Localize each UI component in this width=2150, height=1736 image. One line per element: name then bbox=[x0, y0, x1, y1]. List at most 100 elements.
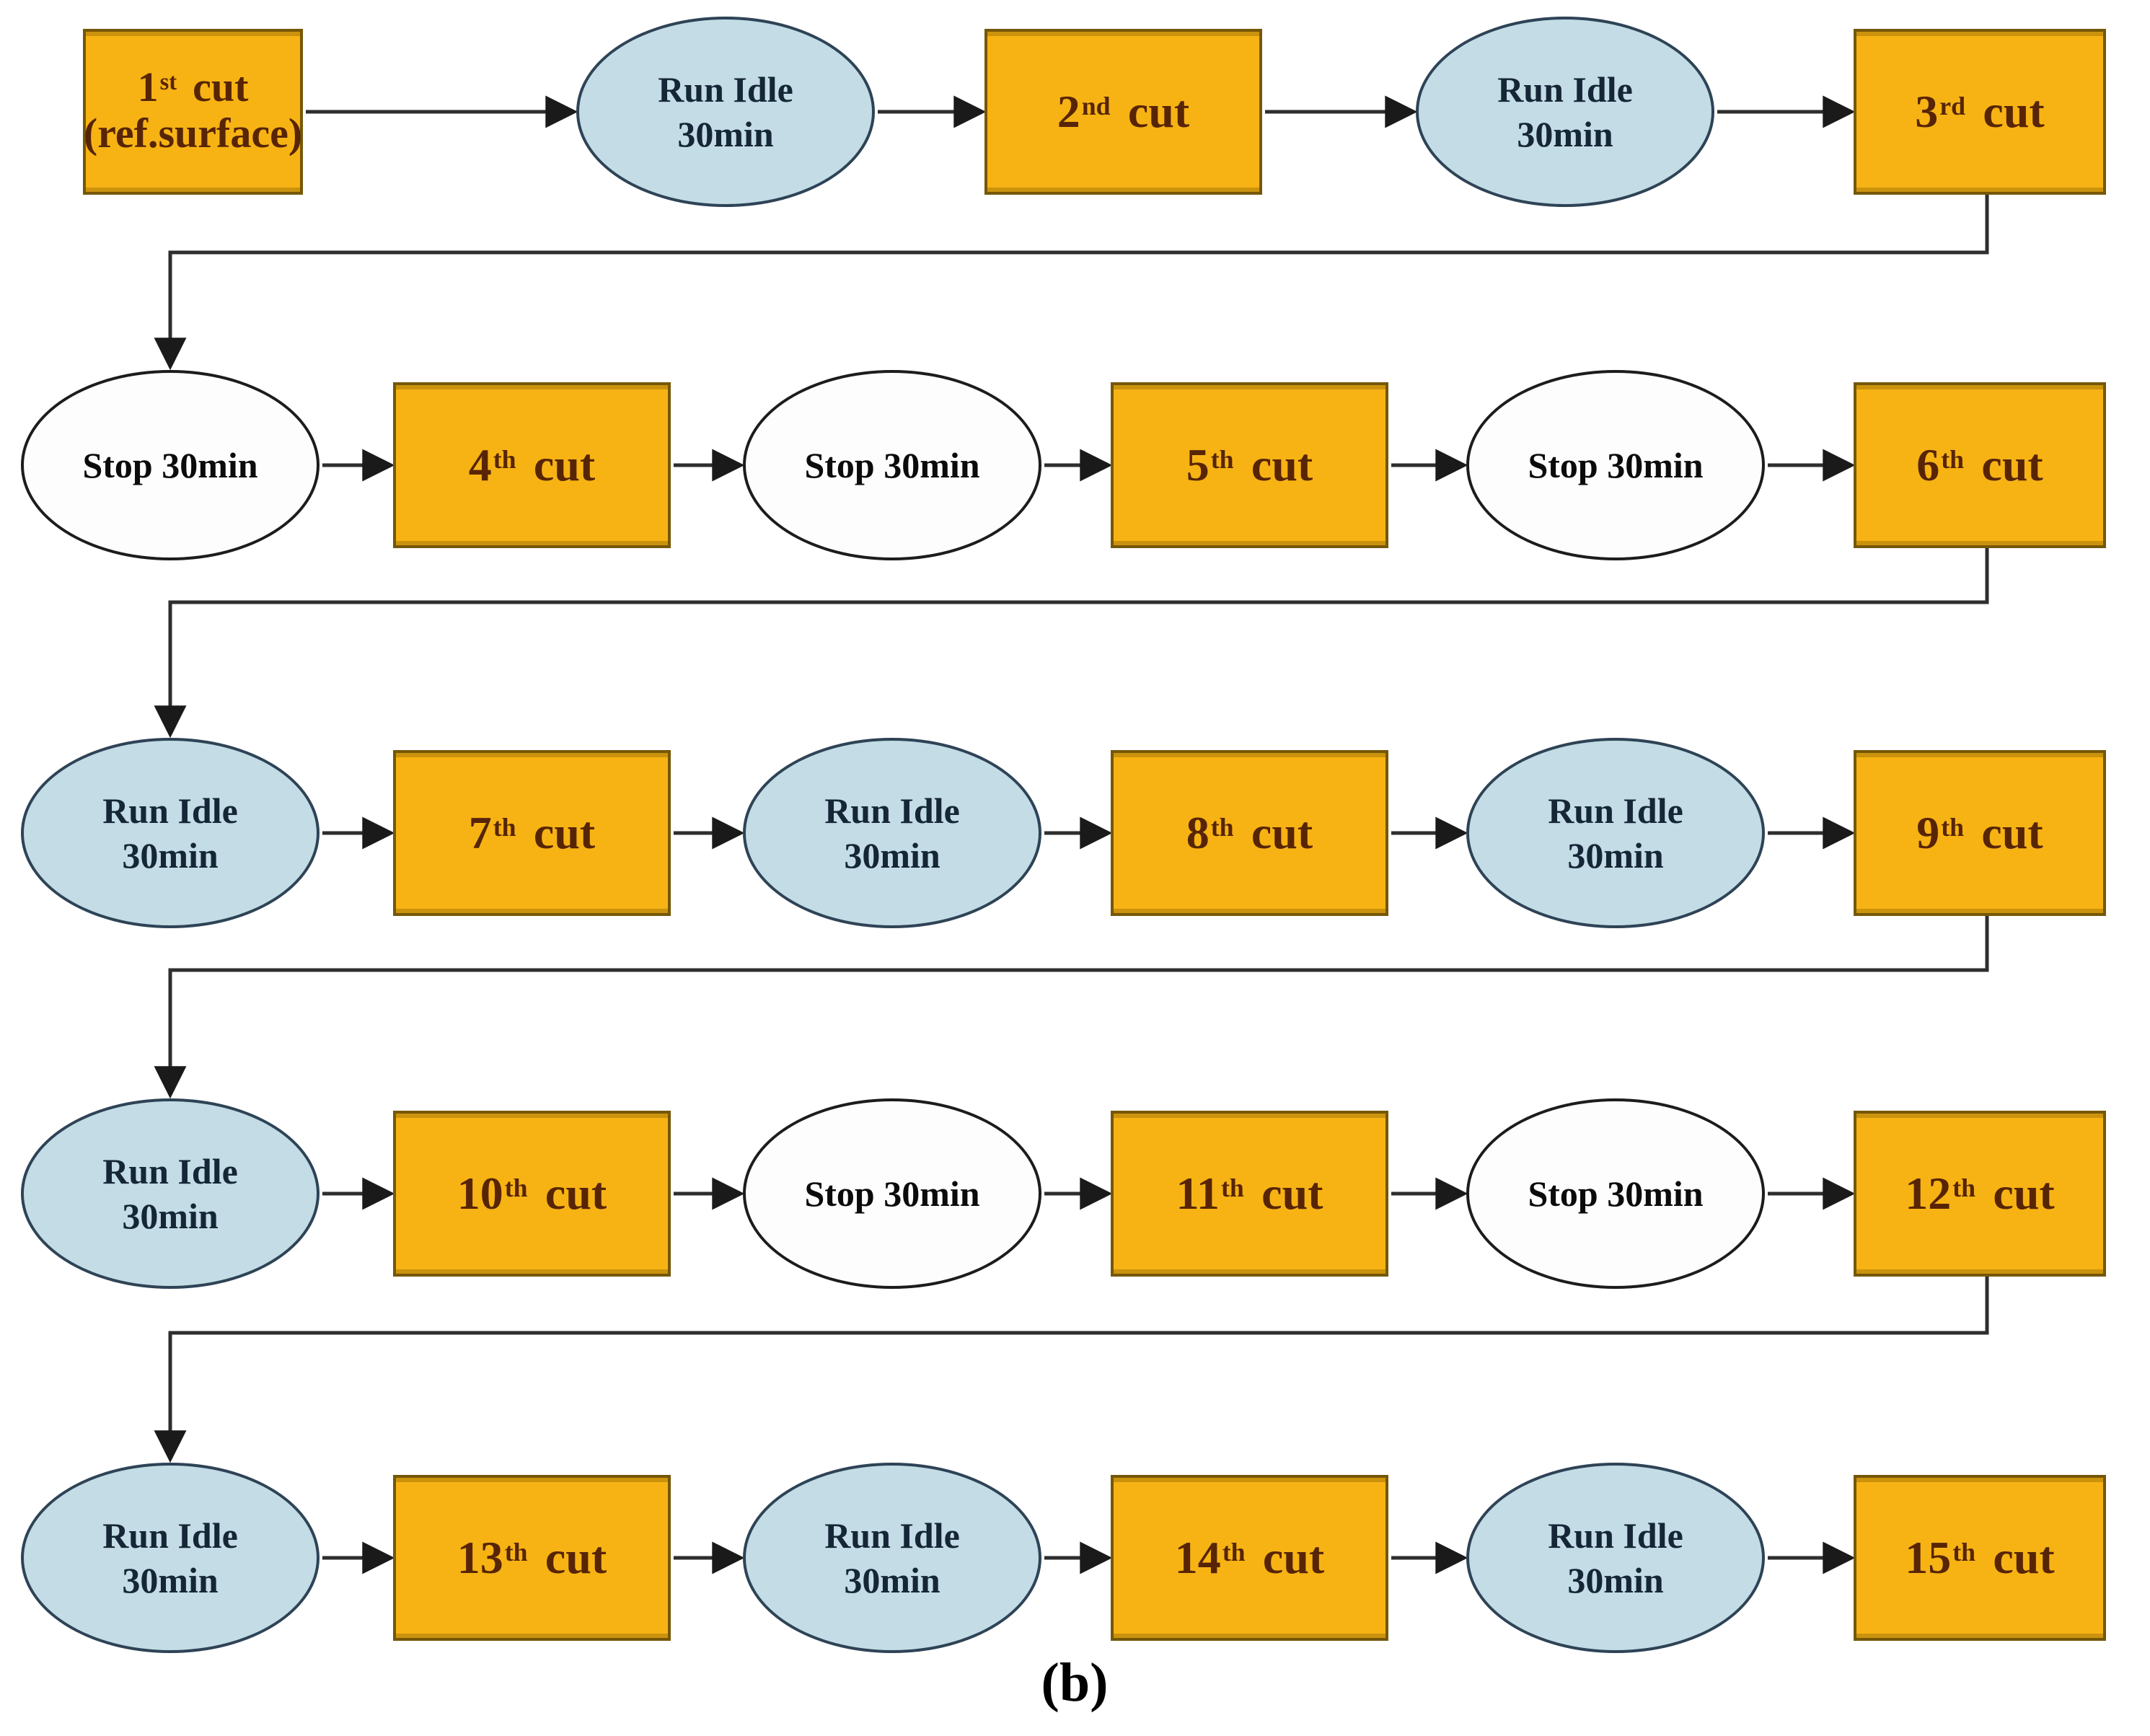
cut-word: cut bbox=[193, 63, 249, 111]
ellipse-label: Run Idle bbox=[1497, 69, 1633, 110]
cut-word: cut bbox=[1262, 1532, 1325, 1584]
cut-number: 3 bbox=[1915, 86, 1939, 138]
ordinal-suffix: th bbox=[1210, 444, 1234, 474]
cut-number: 15 bbox=[1905, 1532, 1952, 1584]
cut-subtitle: (ref.surface) bbox=[83, 110, 303, 157]
ellipse-label: 30min bbox=[122, 1560, 219, 1600]
cut-word: cut bbox=[1981, 807, 2043, 859]
figure-caption: (b) bbox=[1041, 1652, 1109, 1713]
cut-word: cut bbox=[1983, 86, 2045, 138]
cut-word: cut bbox=[1251, 807, 1313, 859]
cut-number: 7 bbox=[468, 807, 492, 859]
stop-30min-ellipse: Stop 30min bbox=[21, 370, 320, 560]
ellipse-label: Stop 30min bbox=[1528, 444, 1704, 485]
cut-word: cut bbox=[1261, 1168, 1323, 1220]
cut-number: 1 bbox=[137, 63, 159, 111]
ellipse-label: 30min bbox=[844, 835, 940, 876]
ordinal-suffix: th bbox=[1222, 1537, 1246, 1567]
cut-number: 2 bbox=[1057, 86, 1080, 138]
stop-30min-ellipse: Stop 30min bbox=[1466, 1098, 1765, 1289]
row-wrap-connector bbox=[154, 1277, 1989, 1463]
ordinal-suffix: th bbox=[504, 1173, 528, 1202]
cut-word: cut bbox=[1993, 1532, 2055, 1584]
ordinal-suffix: st bbox=[159, 69, 177, 95]
cut-number: 13 bbox=[457, 1532, 503, 1584]
stop-30min-ellipse: Stop 30min bbox=[743, 1098, 1041, 1289]
ordinal-suffix: th bbox=[1941, 812, 1965, 842]
stop-30min-ellipse: Stop 30min bbox=[743, 370, 1041, 560]
run-idle-ellipse: Run Idle 30min bbox=[21, 1098, 320, 1289]
cut-word: cut bbox=[1251, 439, 1313, 491]
ellipse-label: Run Idle bbox=[658, 69, 793, 110]
ellipse-label: Run Idle bbox=[102, 790, 238, 831]
ordinal-suffix: th bbox=[493, 812, 516, 842]
ellipse-label: Run Idle bbox=[1548, 1515, 1683, 1556]
ordinal-suffix: th bbox=[1952, 1173, 1976, 1202]
cut-number: 4 bbox=[468, 439, 492, 491]
ellipse-label: 30min bbox=[122, 835, 219, 876]
cut-word: cut bbox=[545, 1168, 607, 1220]
ordinal-suffix: th bbox=[504, 1537, 528, 1567]
ellipse-label: 30min bbox=[1517, 114, 1613, 154]
cut-word: cut bbox=[545, 1532, 607, 1584]
row-wrap-connector bbox=[154, 548, 1989, 739]
ordinal-suffix: th bbox=[1941, 444, 1965, 474]
row-wrap-connector bbox=[154, 916, 1989, 1099]
cut-number: 14 bbox=[1174, 1532, 1221, 1584]
cut-number: 10 bbox=[457, 1168, 503, 1220]
ellipse-label: Stop 30min bbox=[804, 1173, 980, 1214]
ordinal-suffix: th bbox=[493, 444, 516, 474]
cut-number: 11 bbox=[1176, 1168, 1220, 1220]
ordinal-suffix: th bbox=[1220, 1173, 1244, 1202]
cut-number: 5 bbox=[1186, 439, 1210, 491]
ellipse-label: Run Idle bbox=[102, 1150, 238, 1191]
ellipse-label: Run Idle bbox=[824, 1515, 960, 1556]
ordinal-suffix: th bbox=[1952, 1537, 1976, 1567]
cut-word: cut bbox=[1981, 439, 2043, 491]
ellipse-label: 30min bbox=[1567, 1560, 1664, 1600]
ellipse-label: Run Idle bbox=[824, 790, 960, 831]
cut-word: cut bbox=[1127, 86, 1190, 138]
ellipse-label: 30min bbox=[1567, 835, 1664, 876]
stop-30min-ellipse: Stop 30min bbox=[1466, 370, 1765, 560]
ordinal-suffix: th bbox=[1210, 812, 1234, 842]
ordinal-suffix: nd bbox=[1081, 91, 1111, 120]
cut-word: cut bbox=[533, 439, 596, 491]
ellipse-label: Stop 30min bbox=[1528, 1173, 1704, 1214]
ellipse-label: 30min bbox=[844, 1560, 940, 1600]
ellipse-label: 30min bbox=[677, 114, 774, 154]
cut-word: cut bbox=[1993, 1168, 2055, 1220]
ellipse-label: Run Idle bbox=[102, 1515, 238, 1556]
ellipse-label: 30min bbox=[122, 1196, 219, 1236]
cut-number: 12 bbox=[1905, 1168, 1952, 1220]
ordinal-suffix: rd bbox=[1939, 91, 1966, 120]
cut-number: 6 bbox=[1916, 439, 1940, 491]
ellipse-label: Stop 30min bbox=[82, 444, 258, 485]
row-wrap-connector bbox=[154, 195, 1989, 371]
cut-word: cut bbox=[533, 807, 596, 859]
cut-number: 8 bbox=[1186, 807, 1210, 859]
